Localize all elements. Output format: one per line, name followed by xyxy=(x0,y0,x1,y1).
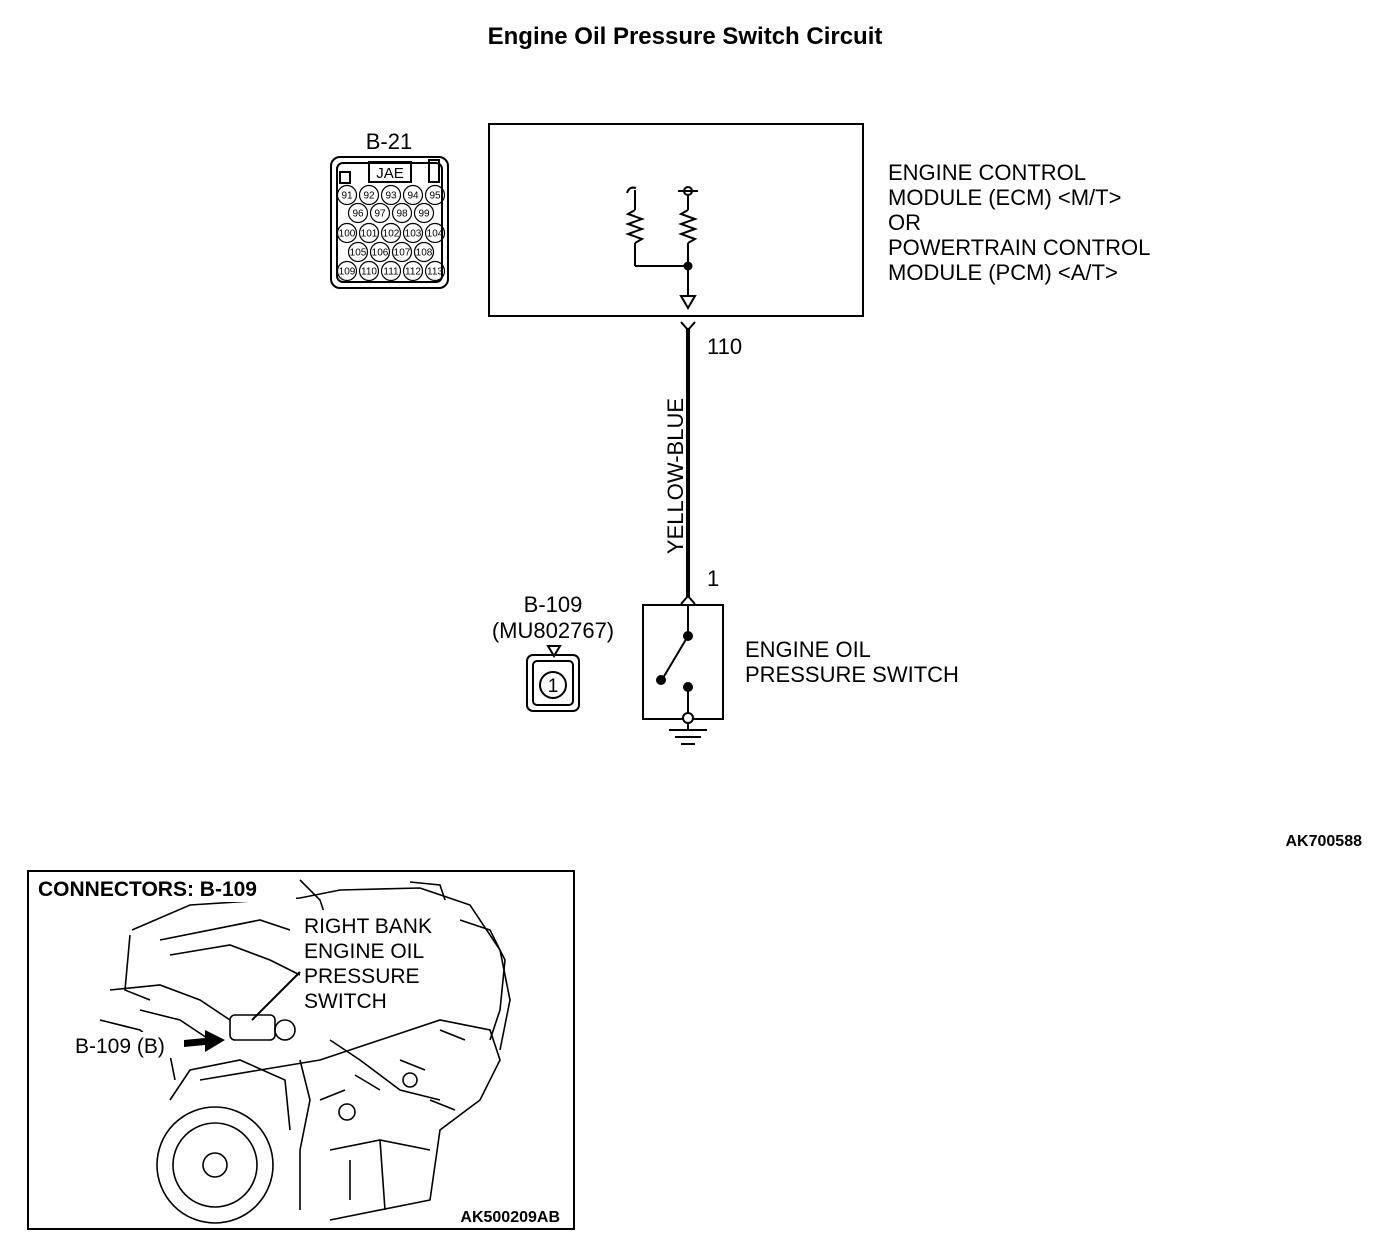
ecm-pin-number: 110 xyxy=(707,334,742,359)
inset-figure-code: AK500209AB xyxy=(460,1209,560,1226)
connector-pin-outline xyxy=(369,241,391,263)
pointer-arrow-icon xyxy=(184,1030,225,1052)
ecm-label-line-2: MODULE (ECM) <M/T> xyxy=(888,185,1121,210)
connector-pin-number: 93 xyxy=(385,191,397,202)
connector-pin-outline xyxy=(347,241,369,263)
ecm-connector-face: JAE 91 92 93 94 95 96 97 98 99 100 101 102 103 104 105… xyxy=(330,156,449,289)
connector-pin-outline xyxy=(391,241,413,263)
connector-pin-outline xyxy=(358,260,380,282)
connector-pin-number: 92 xyxy=(363,191,375,202)
connector-pin-outline xyxy=(380,184,402,206)
connector-pin-number: 112 xyxy=(405,267,421,278)
connector-pin-number: 97 xyxy=(374,209,386,220)
inset-callout-line-1: RIGHT BANK xyxy=(304,915,432,938)
diagram-title: Engine Oil Pressure Switch Circuit xyxy=(488,23,883,50)
connector-pin-outline xyxy=(402,184,424,206)
signal-wire xyxy=(680,321,696,605)
connector-pin-outline xyxy=(336,222,358,244)
ecm-connector-pins: 91 92 93 94 95 96 97 98 99 100 101 102 103 104 105 106 1… xyxy=(336,184,446,282)
connector-pin-outline xyxy=(413,202,435,224)
connector-pin-number: 91 xyxy=(341,191,353,202)
connector-pin-number: 98 xyxy=(396,209,408,220)
inset-pointer-label: B-109 (B) xyxy=(75,1035,165,1058)
ecm-label-line-4: POWERTRAIN CONTROL xyxy=(888,235,1150,260)
connector-pin-number: 110 xyxy=(361,267,377,278)
connector-location-inset: RIGHT BANK ENGINE OIL PRESSURE SWITCH CO… xyxy=(27,870,575,1230)
connector-pin-number: 101 xyxy=(361,229,378,240)
connector-pin-outline xyxy=(402,260,424,282)
connector-pin-number: 102 xyxy=(383,229,400,240)
figure-code: AK700588 xyxy=(1286,833,1363,850)
switch-connector-id: B-109 xyxy=(524,592,583,617)
switch-connector-part-number: (MU802767) xyxy=(492,618,614,643)
connector-pin-number: 113 xyxy=(427,267,443,278)
connector-pin-number: 111 xyxy=(383,267,399,278)
switch-label-line-1: ENGINE OIL xyxy=(745,637,871,662)
ecm-connector-brand: JAE xyxy=(376,165,404,182)
inset-callout-line-3: PRESSURE xyxy=(304,965,420,988)
switch-label-line-2: PRESSURE SWITCH xyxy=(745,662,959,687)
connector-pin-number: 100 xyxy=(339,229,356,240)
connector-pin-outline xyxy=(413,241,435,263)
inset-callout-line-2: ENGINE OIL xyxy=(304,940,424,963)
connector-pin-number: 107 xyxy=(394,248,411,259)
connector-pin-number: 105 xyxy=(350,248,367,259)
connector-pin-number: 106 xyxy=(372,248,389,259)
connector-pin-number: 96 xyxy=(352,209,364,220)
connector-pin-number: 108 xyxy=(416,248,433,259)
switch-pin-number: 1 xyxy=(707,566,719,591)
connector-pin-outline xyxy=(347,202,369,224)
ecm-internal-circuit xyxy=(625,186,698,310)
ecm-label-line-3: OR xyxy=(888,210,921,235)
connector-pin-number: 104 xyxy=(427,229,444,240)
connector-pin-outline xyxy=(358,184,380,206)
ecm-label-line-1: ENGINE CONTROL xyxy=(888,160,1086,185)
ecm-module-box xyxy=(488,123,864,317)
connector-pin-outline xyxy=(336,260,358,282)
connector-pin-outline xyxy=(380,222,402,244)
inset-heading: CONNECTORS: B-109 xyxy=(38,878,257,901)
connector-pin-outline xyxy=(424,222,446,244)
switch-connector-pin: 1 xyxy=(548,676,559,697)
switch-connector-face: 1 xyxy=(526,645,580,712)
connector-pin-number: 99 xyxy=(418,209,430,220)
connector-pin-outline xyxy=(380,260,402,282)
connector-pin-outline xyxy=(358,222,380,244)
oil-pressure-switch-symbol xyxy=(642,604,724,745)
connector-pin-outline xyxy=(424,260,446,282)
ecm-label-line-5: MODULE (PCM) <A/T> xyxy=(888,260,1118,285)
connector-pin-outline xyxy=(402,222,424,244)
connector-pin-outline xyxy=(369,202,391,224)
connector-pin-number: 109 xyxy=(339,267,356,278)
connector-pin-outline xyxy=(391,202,413,224)
connector-pin-outline xyxy=(424,184,446,206)
connector-pin-number: 95 xyxy=(429,191,441,202)
connector-pin-number: 94 xyxy=(407,191,419,202)
connector-pin-outline xyxy=(336,184,358,206)
connector-pin-number: 103 xyxy=(405,229,422,240)
ecm-connector-id: B-21 xyxy=(366,129,412,154)
inset-callout-line-4: SWITCH xyxy=(304,990,387,1013)
wire-color-label: YELLOW-BLUE xyxy=(663,398,688,554)
engine-illustration xyxy=(99,879,511,1224)
